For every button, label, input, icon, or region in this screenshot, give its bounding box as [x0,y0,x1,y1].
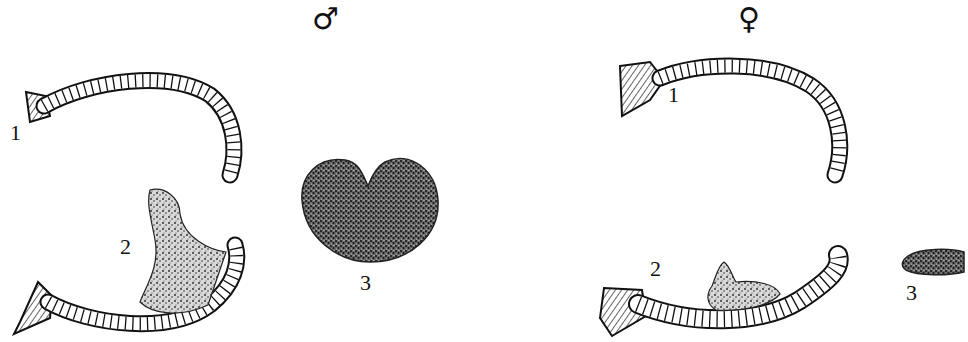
callout-number: 3 [360,272,371,294]
female-stippled-part [708,262,780,310]
callout-number: 1 [668,84,679,106]
callout-number: 2 [650,258,661,280]
sex-symbol: ♀ [738,4,760,34]
callout-number: 1 [10,122,21,144]
female-elongated-part [902,249,964,274]
callout-number: 2 [120,236,131,258]
male-stippled-part [140,189,226,313]
sex-symbol: ♂ [312,4,339,34]
male-upper-bone [26,81,234,175]
female-lower-bone [600,255,839,336]
callout-number: 3 [906,282,917,304]
female-upper-bone [620,62,840,175]
male-kidney-part [302,158,438,262]
